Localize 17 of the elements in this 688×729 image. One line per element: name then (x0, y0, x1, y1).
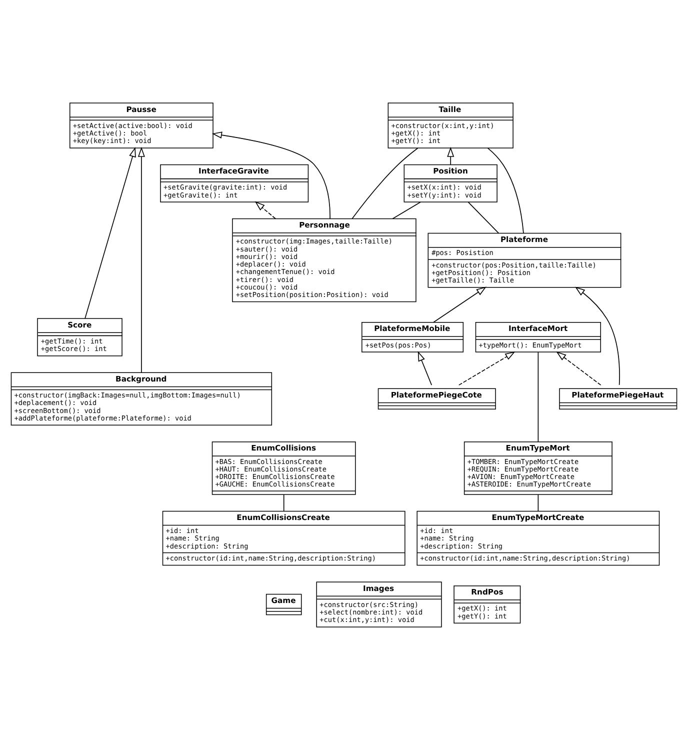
connector (283, 494, 284, 512)
arrow (254, 200, 276, 219)
connector (538, 351, 539, 442)
connector (468, 201, 500, 234)
connector (538, 494, 539, 512)
connector (487, 147, 524, 233)
arrow (212, 131, 330, 218)
arrow (574, 286, 620, 385)
arrow (458, 351, 516, 385)
connector (352, 147, 418, 219)
connector (392, 201, 421, 219)
arrow (84, 146, 136, 318)
arrow (418, 350, 432, 385)
arrow (447, 146, 454, 164)
arrow (138, 146, 145, 372)
arrow (556, 351, 602, 385)
arrow (433, 286, 486, 322)
